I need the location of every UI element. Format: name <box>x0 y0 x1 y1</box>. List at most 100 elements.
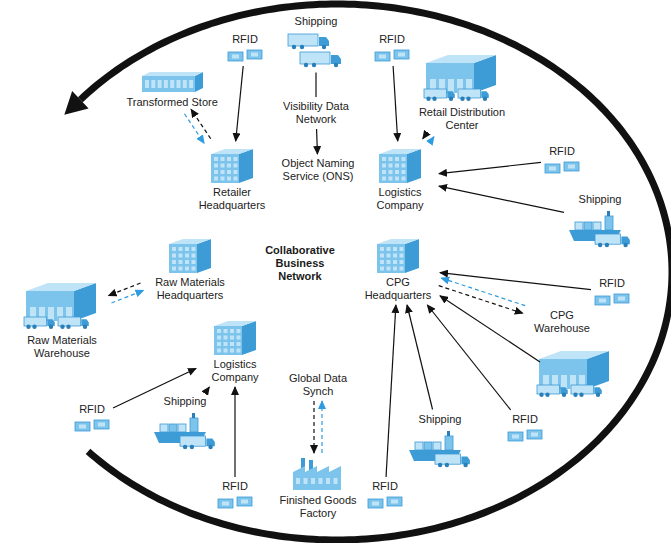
whs-part <box>448 79 454 93</box>
rfid-part <box>241 500 248 504</box>
whs-part <box>579 393 583 397</box>
ship-part <box>415 442 423 450</box>
truck-part <box>288 34 318 46</box>
ship-part <box>169 424 177 432</box>
node-label: Retail Distribution Center <box>412 106 512 132</box>
node-label: Object Naming Service (ONS) <box>274 157 362 183</box>
node-label: RFID <box>222 480 248 493</box>
bldg-part <box>169 244 197 273</box>
rfid-part <box>368 499 383 508</box>
whs-part <box>460 96 464 100</box>
rfid-part <box>228 52 243 61</box>
rfid-part <box>568 165 575 169</box>
truck-part <box>312 62 316 66</box>
flow-connector <box>206 387 209 392</box>
whs-part <box>26 324 30 328</box>
bldg-part <box>393 247 397 251</box>
rfid-part <box>375 52 390 61</box>
bldg-part <box>217 342 221 346</box>
flow-connector <box>429 137 434 144</box>
ship-part <box>433 442 441 450</box>
ship-part <box>192 413 195 418</box>
bldg-part <box>395 170 399 174</box>
rfid-node: RFID <box>594 277 630 307</box>
bldg-part <box>400 260 404 264</box>
node-label: Global Data Synch <box>286 372 350 398</box>
factory-part <box>326 478 330 484</box>
bldg-part <box>224 349 228 353</box>
bldg-part <box>242 321 256 355</box>
rfid-icon <box>227 48 263 63</box>
text-node: CPG Warehouse <box>527 309 597 335</box>
rfid-part <box>247 50 262 59</box>
ship-part <box>160 424 168 432</box>
store-part <box>142 76 195 92</box>
whs-part <box>539 351 609 359</box>
whs-node: Raw Materials Warehouse <box>17 277 107 360</box>
rfid-part <box>599 299 606 303</box>
flow-connector <box>386 305 396 477</box>
factory-part <box>304 478 308 484</box>
factory-part <box>311 478 315 484</box>
ship-part <box>183 444 187 448</box>
whs-part <box>26 283 96 291</box>
rfid-node: RFID <box>74 403 110 433</box>
whs-part <box>432 96 436 100</box>
bldg-part <box>387 267 391 271</box>
whs-part <box>24 317 47 326</box>
whs-part <box>539 393 543 397</box>
whs-part <box>426 63 474 93</box>
bldg-part <box>377 239 419 273</box>
bldg-part <box>185 267 189 271</box>
rfid-part <box>75 420 109 431</box>
whs-node: Retail Distribution Center <box>412 49 512 132</box>
store-part <box>189 80 193 88</box>
rfid-icon <box>507 428 543 443</box>
node-label: RFID <box>372 480 398 493</box>
text-node: Visibility Data Network <box>281 100 351 126</box>
ship-part <box>154 413 215 449</box>
text-node: Global Data Synch <box>286 372 350 398</box>
whs-part <box>537 351 609 397</box>
whs-part <box>49 324 53 328</box>
whs-icon <box>422 49 502 104</box>
network-title: Collaborative Business Network <box>258 244 342 283</box>
whs-part <box>545 393 549 397</box>
rfid-part <box>391 500 398 504</box>
bldg-part <box>227 177 231 181</box>
bldg-part <box>179 260 183 264</box>
ship-part <box>190 444 194 448</box>
bldg-part <box>382 170 386 174</box>
bldg-part <box>402 170 406 174</box>
rfid-icon <box>74 418 110 433</box>
bldg-node: Retailer Headquarters <box>193 144 271 212</box>
bldg-part <box>211 154 239 183</box>
rfid-part <box>549 167 556 171</box>
ship-node: Shipping <box>567 193 633 248</box>
whs-part <box>26 291 74 321</box>
factory-node: Finished Goods Factory <box>273 456 363 520</box>
rfid-part <box>564 162 579 171</box>
flow-connector <box>439 186 564 212</box>
bldg-part <box>221 164 225 168</box>
rfid-part <box>237 497 252 506</box>
bldg-part <box>382 157 386 161</box>
store-part <box>183 80 187 88</box>
node-label: RFID <box>79 403 105 416</box>
rfid-node: RFID <box>544 145 580 175</box>
flow-connector <box>184 114 204 144</box>
bldg-part <box>402 157 406 161</box>
ship-part <box>575 222 583 230</box>
rfid-part <box>595 294 629 305</box>
rfid-part <box>98 423 105 427</box>
bldg-part <box>230 349 234 353</box>
bldg-part <box>192 247 196 251</box>
rfid-part <box>614 294 629 303</box>
truck-part <box>331 55 341 64</box>
whs-part <box>539 359 587 389</box>
rfid-part <box>618 297 625 301</box>
bldg-part <box>380 254 384 258</box>
bldg-part <box>387 254 391 258</box>
bldg-part <box>214 321 256 355</box>
